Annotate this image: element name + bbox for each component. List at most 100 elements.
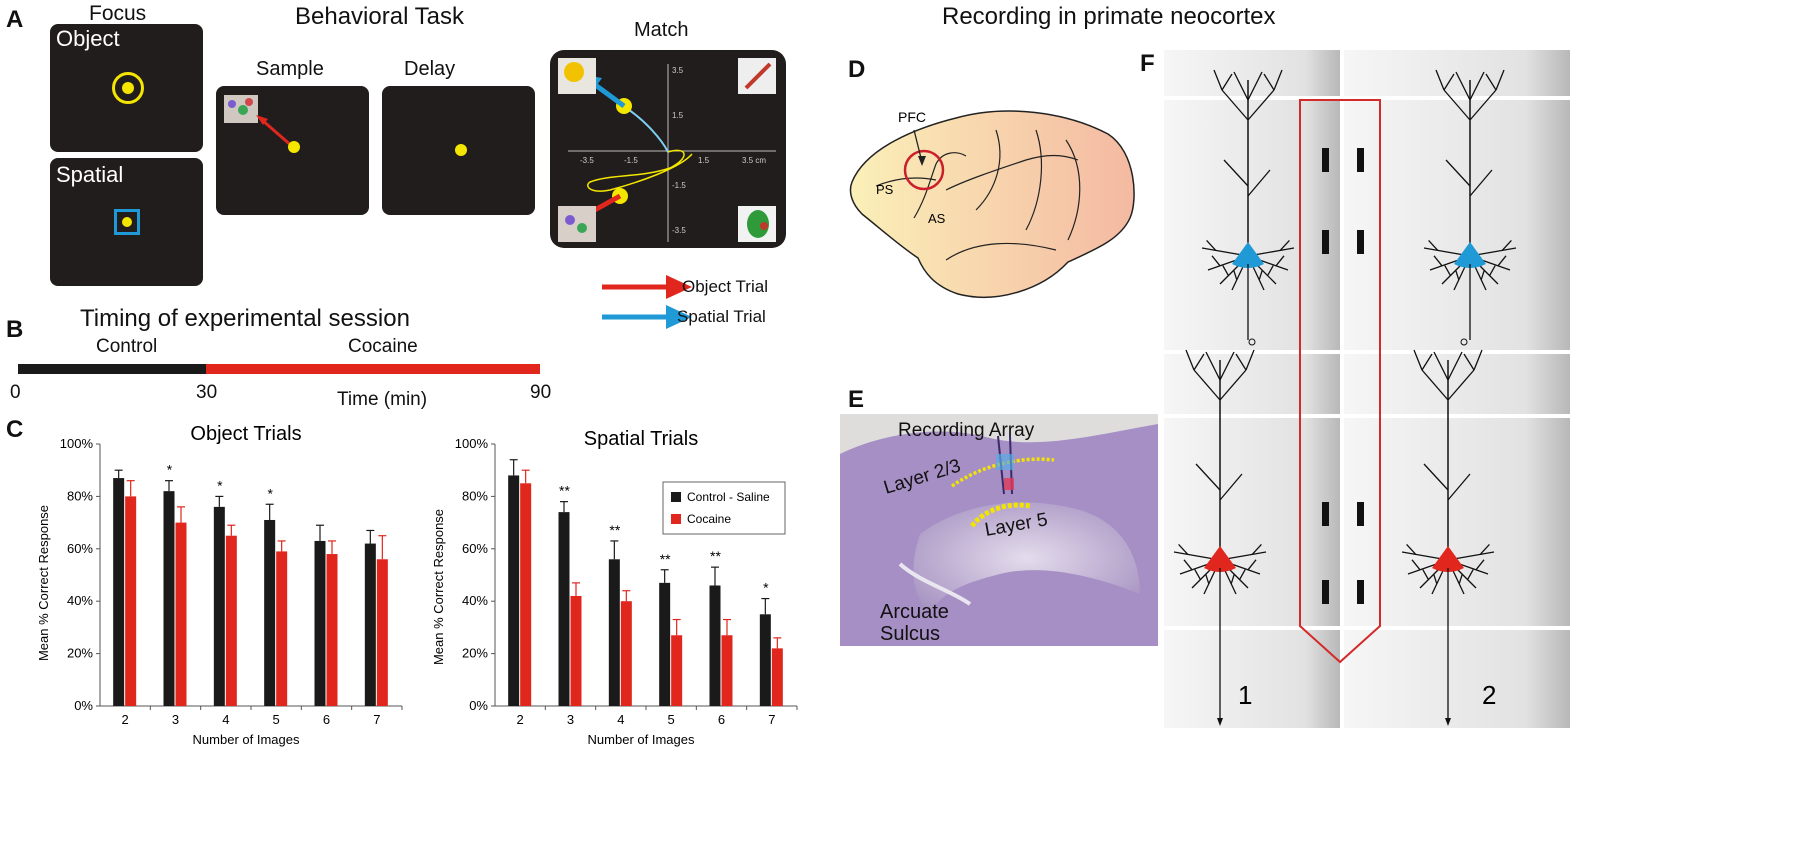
panel-label-f: F (1140, 50, 1155, 77)
object-chart-y-label: Mean % Correct Response (36, 505, 51, 661)
y-tick-label: 100% (455, 436, 489, 451)
col1-layer-band-4 (1164, 418, 1340, 626)
col2-lower-neuron-tuft-branch (1463, 353, 1475, 371)
col2-lower-neuron-basal-branch (1411, 559, 1421, 571)
col2-lower-neuron-oblique-dendrite (1423, 463, 1449, 491)
col1-lower-neuron-oblique-dendrite (1195, 463, 1221, 491)
y-tick-label: 60% (67, 541, 93, 556)
time-tick-30: 30 (196, 382, 218, 403)
match-image-bottom-left-spot-1 (565, 215, 575, 225)
col1-upper-neuron-tuft-branch (1221, 73, 1233, 91)
spatial-label: Spatial (56, 162, 124, 187)
col2-upper-axon-terminal (1460, 338, 1468, 346)
object-trials-chart: Object Trials Mean % Correct Response Nu… (36, 423, 403, 747)
object-fixation-dot (122, 82, 134, 94)
col1-upper-neuron-basal-branch (1232, 269, 1238, 280)
spatial-fixation-square (114, 209, 140, 235)
object-chart-title: Object Trials (190, 423, 301, 445)
col1-lower-neuron-basal-branch (1247, 559, 1257, 571)
central-sulcus (945, 154, 1079, 191)
ps-label: PS (876, 182, 894, 197)
col2-lower-neuron-basal-branch (1467, 569, 1474, 580)
x-tick-label: 4 (222, 712, 229, 727)
x-tick-label: 2 (517, 712, 524, 727)
col1-upper-neuron-basal-branch (1279, 239, 1290, 251)
array-layer23-zone (996, 454, 1014, 470)
focus-object-screen: Object (50, 24, 203, 152)
col2-lower-neuron-basal-branch (1475, 559, 1485, 571)
significance-marker: ** (559, 483, 570, 499)
match-image-bottom-left (558, 206, 596, 242)
col1-axon-arrowhead (1217, 718, 1223, 726)
sample-drawing (224, 95, 300, 153)
match-image-bottom-left-spot-2 (577, 223, 587, 233)
control-bar (558, 512, 570, 706)
col2-lower-neuron-basal-branch (1479, 543, 1490, 555)
timing-title: Timing of experimental session (80, 305, 410, 332)
electrode-7 (1322, 580, 1329, 604)
col2-lower-neuron-tuft-branch (1421, 369, 1449, 401)
col2-upper-neuron-basal-branch (1489, 265, 1496, 276)
col1-upper-neuron-tuft-branch (1247, 89, 1275, 121)
pfc-pointer-head (918, 156, 926, 166)
col1-upper-neuron-basal-branch (1275, 255, 1285, 267)
panel-label-a: A (6, 6, 24, 33)
col1-upper-neuron-tuft-branch (1247, 71, 1263, 101)
significance-marker: ** (660, 551, 671, 567)
x-tick-label: 2 (122, 712, 129, 727)
col1-upper-neuron-basal-branch (1258, 269, 1264, 280)
object-trial-legend-label: Object Trial (682, 277, 768, 296)
col1-upper-neuron-tuft-branch (1263, 73, 1275, 91)
spatial-chart-x-label: Number of Images (588, 732, 695, 747)
spatial-fixation-dot (122, 217, 132, 227)
col2-upper-neuron-basal-branch (1454, 269, 1460, 280)
control-period-bar (18, 364, 206, 374)
cocaine-bar (520, 483, 532, 706)
control-bar (709, 585, 721, 706)
sample-image-spot-1 (228, 100, 236, 108)
match-title: Match (634, 19, 689, 41)
arcuate-label-line1: Arcuate (880, 601, 949, 623)
control-bar (659, 582, 671, 706)
match-tick-y-3: -1.5 (672, 181, 686, 190)
y-tick-label: 20% (462, 646, 488, 661)
chart-legend-box (662, 481, 786, 535)
column-1-label: 1 (1238, 680, 1252, 710)
electrode-1 (1322, 148, 1329, 172)
recording-array-outline (1299, 99, 1381, 664)
col1-lower-neuron-basal-branch (1183, 559, 1193, 571)
cocaine-bar (570, 595, 582, 706)
significance-marker: * (267, 485, 273, 501)
col2-upper-neuron-tuft-branch (1455, 71, 1471, 101)
match-tick-x-4: 3.5 cm (742, 156, 766, 165)
match-screen: -3.5 -1.5 1.5 3.5 cm 3.5 1.5 -1.5 -3.5 (550, 50, 786, 248)
time-axis-label: Time (min) (337, 389, 428, 410)
y-tick-label: 20% (67, 646, 93, 661)
col1-upper-neuron-basal-branch (1267, 265, 1274, 276)
sample-arrow-head (256, 115, 268, 125)
sample-arrow-line (261, 118, 294, 149)
behavioral-task-title: Behavioral Task (295, 3, 464, 30)
focus-title: Focus (89, 2, 147, 25)
col2-upper-neuron-basal-branch (1444, 265, 1451, 276)
y-tick-label: 60% (462, 541, 488, 556)
sample-image-spot-3 (245, 98, 253, 106)
col2-upper-neuron-tuft-branch (1485, 73, 1497, 91)
control-bar (364, 543, 376, 706)
col1-upper-neuron-tuft-branch (1273, 69, 1283, 91)
col1-upper-neuron-oblique-dendrite (1223, 159, 1249, 187)
col2-layer-band-2 (1344, 100, 1570, 350)
electrode-2 (1357, 148, 1364, 172)
cocaine-bar (771, 648, 783, 706)
control-bar (213, 506, 225, 706)
recording-title: Recording in primate neocortex (942, 3, 1276, 30)
col1-layer-band-5 (1164, 630, 1340, 728)
electrode-5 (1322, 502, 1329, 526)
spatial-chart-title: Spatial Trials (584, 428, 699, 450)
sample-screen (216, 86, 369, 215)
control-bar (163, 491, 175, 706)
col1-upper-neuron-tuft-branch (1213, 69, 1223, 91)
spatial-chart-y-label: Mean % Correct Response (431, 509, 446, 665)
col1-layer-band-1 (1164, 50, 1340, 96)
cocaine-bar (125, 496, 137, 706)
